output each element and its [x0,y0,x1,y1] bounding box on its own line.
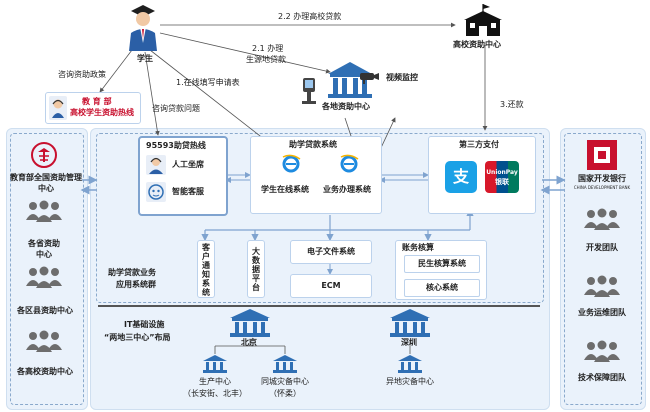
app-system-group [96,133,544,303]
app-group-label-1: 助学贷款业务 [108,268,156,277]
efile-box: 电子文件系统 [290,240,372,264]
hotline-95593-title: 95593助贷热线 [146,141,206,150]
left-org-dashed [10,133,84,405]
accounting-box: 账务核算 民生核算系统 核心系统 [395,240,487,300]
edge-apply-online [149,49,279,151]
left-item-0: 教育部全国资助管理中心 [10,173,82,193]
infra-label-1: IT基础设施 [124,320,165,329]
alipay-glyph: 支 [452,167,469,186]
moe-hotline-badge: 教 育 部 高校学生资助热线 [45,92,141,124]
edge-label-repay: 3.还款 [500,100,524,109]
accounting-title: 账务核算 [402,243,434,252]
people-group-icon [26,200,62,222]
unionpay-icon: UnionPay 银联 [485,161,519,193]
beijing-building-icon [230,309,270,337]
left-item-2: 各区县资助中心 [17,306,73,315]
video-label: 视频监控 [386,73,418,82]
infra-label-2: “两地三中心”布局 [104,333,171,342]
ecm-box: ECM [290,274,372,298]
ecm-label: ECM [321,281,341,290]
right-bank-panel [560,128,646,410]
shenzhen-building-icon [390,309,430,337]
edge-label-consult-policy: 咨询资助政策 [58,70,106,79]
school-building-icon [464,4,502,36]
accounting-item-0: 民生核算系统 [418,259,466,268]
customer-notice-box: 客户通知系统 [197,240,215,298]
remote-building-icon [398,355,422,373]
ie-icon [340,154,359,173]
people-group-icon [26,330,62,352]
hotline-95593-box: 95593助贷热线 人工坐席 智能客服 [138,136,228,216]
alipay-icon: 支 [445,161,477,193]
robot-icon [146,182,166,202]
school-center-label: 高校资助中心 [453,40,501,49]
camera-icon [360,73,379,84]
moe-hotline-line1: 教 育 部 [82,97,112,106]
kiosk-icon [302,78,316,104]
infra-divider [98,305,540,307]
hotline-item-1: 智能客服 [172,187,204,196]
edge-label-apply: 1.在线填写申请表 [176,78,240,87]
ie-icon [282,154,301,173]
app-group-label-2: 应用系统群 [116,280,156,289]
local-building-icon [328,62,372,98]
left-item-1: 各省资助中心 [28,239,60,259]
edge-local-loan [159,32,331,74]
production-sub: （长安街、北丰） [183,389,247,398]
unionpay-text: UnionPay [486,169,518,176]
edge-consult-policy [99,49,133,93]
cdb-logo-icon [587,140,617,170]
bigdata-box: 大数据平台 [247,240,265,298]
loan-system-item-0: 学生在线系统 [261,185,309,194]
moe-hotline-line2: 高校学生资助热线 [70,108,134,117]
beijing-label: 北京 [241,338,257,347]
shenzhen-label: 深圳 [401,338,417,347]
production-label: 生产中心 [199,377,231,386]
edge-label-local-2: 生源地贷款 [246,55,286,64]
samecity-label: 同城灾备中心 [261,377,309,386]
people-group-icon [584,275,620,297]
bank-name-en: CHINA DEVELOPMENT BANK [573,185,631,190]
unionpay-cn: 银联 [495,178,509,186]
bigdata-label: 大数据平台 [252,247,260,292]
samecity-building-icon [273,355,297,373]
edge-label-consult-loan: 咨询贷款问题 [152,104,200,113]
customer-notice-label: 客户通知系统 [202,243,210,297]
student-aid-logo-icon [31,142,57,168]
people-group-icon [584,208,620,230]
samecity-sub: （怀柔） [269,389,301,398]
right-team-dashed [564,133,642,405]
accounting-item-1: 核心系统 [426,283,458,292]
people-group-icon [584,340,620,362]
people-group-icon [26,266,62,288]
left-item-3: 各高校资助中心 [17,367,73,376]
right-team-0: 开发团队 [586,243,618,252]
edge-label-local-1: 2.1 办理 [252,44,284,53]
third-party-title: 第三方支付 [459,140,499,149]
bank-name-cn: 国家开发银行 [578,174,626,183]
loan-system-item-1: 业务办理系统 [323,185,371,194]
loan-system-title: 助学贷款系统 [289,140,337,149]
edge-consult-loan [144,51,160,136]
efile-label: 电子文件系统 [307,247,355,256]
remote-label: 异地灾备中心 [386,377,434,386]
production-building-icon [203,355,227,373]
local-center-label: 各地资助中心 [322,102,370,111]
agent-icon [146,155,166,175]
student-label: 学生 [137,54,153,63]
operator-icon [49,96,67,120]
third-party-box: 第三方支付 支 UnionPay 银联 [428,136,536,214]
accounting-item-0-box: 民生核算系统 [404,255,480,273]
accounting-item-1-box: 核心系统 [404,279,480,297]
right-team-2: 技术保障团队 [578,373,626,382]
edge-label-school-loan: 2.2 办理高校贷款 [278,12,342,21]
student-icon [129,5,157,51]
loan-system-box: 助学贷款系统 学生在线系统 业务办理系统 [250,136,382,214]
right-team-1: 业务运维团队 [578,308,626,317]
hotline-item-0: 人工坐席 [172,160,204,169]
